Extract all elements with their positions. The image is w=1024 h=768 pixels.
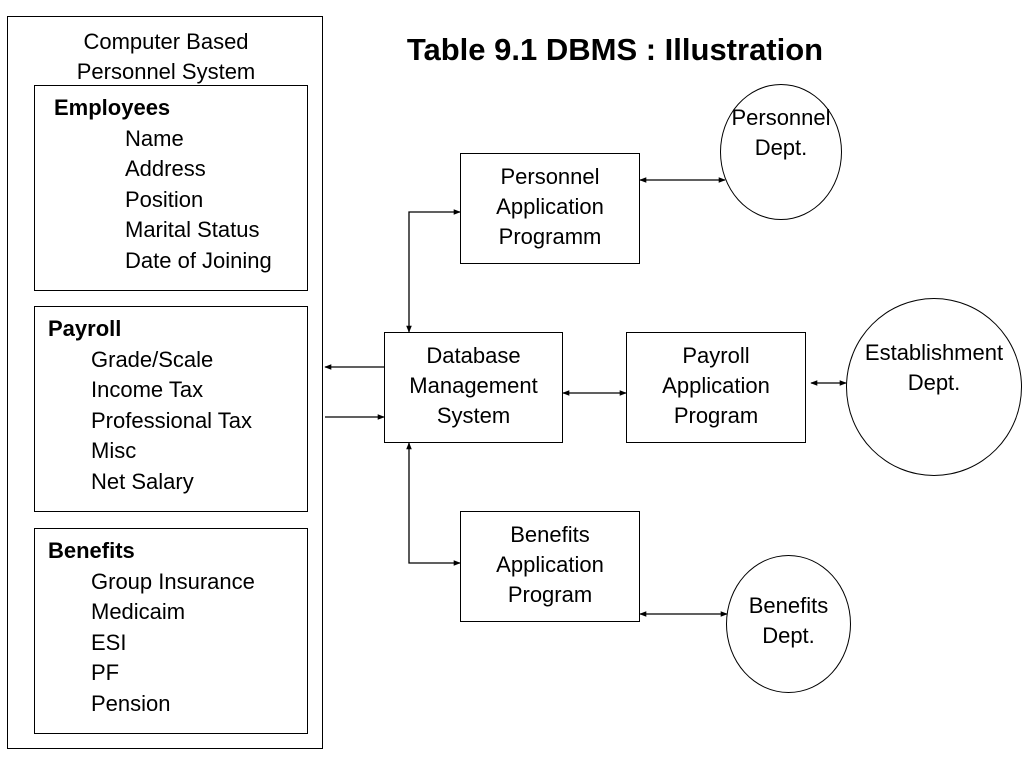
benefits-app-line3: Program xyxy=(507,582,593,607)
establishment-dept-line2: Dept. xyxy=(907,370,961,395)
personnel-system-box: Computer Based Personnel System xyxy=(7,16,323,749)
dbms-box: Database Management System xyxy=(384,332,563,443)
payroll-field-income-tax: Income Tax xyxy=(91,377,204,402)
payroll-application-box: Payroll Application Program xyxy=(626,332,806,443)
employees-fields: Name Address Position Marital Status Dat… xyxy=(54,124,307,277)
benefits-application-box: Benefits Application Program xyxy=(460,511,640,622)
payroll-app-line3: Program xyxy=(673,403,759,428)
payroll-heading: Payroll xyxy=(48,316,122,341)
benefits-dept-line1: Benefits xyxy=(748,593,829,618)
payroll-field-net-salary: Net Salary xyxy=(91,468,194,494)
personnel-system-title-line1: Computer Based xyxy=(83,29,249,54)
personnel-system-title: Computer Based Personnel System xyxy=(8,27,324,87)
benefits-dept-circle: Benefits Dept. xyxy=(726,555,851,693)
benefits-dept-line2: Dept. xyxy=(762,623,815,648)
personnel-dept-circle: Personnel Dept. xyxy=(720,84,842,220)
payroll-field-misc: Misc xyxy=(91,438,137,463)
establishment-dept-circle: Establishment Dept. xyxy=(846,298,1022,476)
benefits-field-esi: ESI xyxy=(91,629,127,655)
arrow-dbms-benefits-app xyxy=(406,442,461,566)
establishment-dept-line1: Establishment xyxy=(864,340,1004,365)
diagram-title: Table 9.1 DBMS : Illustration xyxy=(406,32,824,67)
benefits-app-line1: Benefits xyxy=(510,522,590,547)
payroll-app-line1: Payroll xyxy=(682,343,750,368)
employee-field-name: Name xyxy=(125,125,184,151)
benefits-field-group-insurance: Group Insurance xyxy=(91,568,255,594)
benefits-field-pf: PF xyxy=(91,660,120,685)
benefits-dept-label: Benefits Dept. xyxy=(749,591,829,651)
payroll-app-line2: Application xyxy=(662,373,770,398)
employee-field-position: Position xyxy=(125,186,204,212)
personnel-system-title-line2: Personnel System xyxy=(76,59,256,84)
benefits-field-pension: Pension xyxy=(91,690,171,716)
personnel-dept-line1: Personnel xyxy=(731,105,831,130)
dbms-line3: System xyxy=(436,403,511,428)
payroll-fields: Grade/Scale Income Tax Professional Tax … xyxy=(48,345,307,498)
arrow-dbms-personnel-app xyxy=(406,209,461,333)
benefits-fields: Group Insurance Medicaim ESI PF Pension xyxy=(48,567,307,720)
personnel-dept-label: Personnel Dept. xyxy=(731,103,830,163)
personnel-application-box: Personnel Application Programm xyxy=(460,153,640,264)
personnel-app-line3: Programm xyxy=(498,224,602,249)
benefits-app-line2: Application xyxy=(496,552,604,577)
establishment-dept-label: Establishment Dept. xyxy=(865,338,1003,398)
dbms-line1: Database xyxy=(426,343,521,368)
payroll-field-grade-scale: Grade/Scale xyxy=(91,346,214,372)
employees-heading: Employees xyxy=(54,95,171,120)
employee-field-date-of-joining: Date of Joining xyxy=(125,247,272,273)
personnel-app-line1: Personnel xyxy=(500,164,600,189)
employees-section: Employees Name Address Position Marital … xyxy=(34,85,308,291)
employee-field-address: Address xyxy=(125,156,206,181)
dbms-line2: Management xyxy=(409,373,538,398)
employee-field-marital-status: Marital Status xyxy=(125,217,260,242)
personnel-dept-line2: Dept. xyxy=(754,135,808,160)
payroll-field-professional-tax: Professional Tax xyxy=(91,407,253,433)
benefits-section: Benefits Group Insurance Medicaim ESI PF… xyxy=(34,528,308,734)
payroll-section: Payroll Grade/Scale Income Tax Professio… xyxy=(34,306,308,512)
benefits-heading: Benefits xyxy=(48,538,135,563)
benefits-field-medicaim: Medicaim xyxy=(91,599,186,624)
personnel-app-line2: Application xyxy=(496,194,604,219)
